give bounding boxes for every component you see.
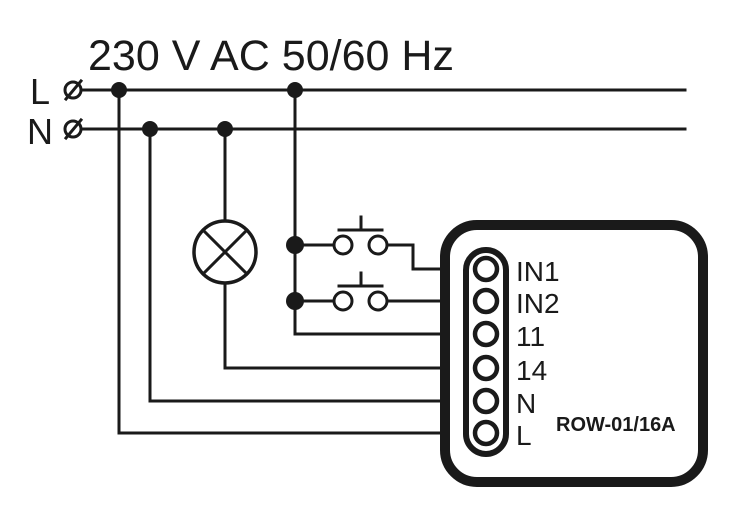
junction-dot (217, 121, 233, 137)
terminal-11-icon (472, 320, 500, 348)
neutral-terminal-icon (63, 117, 84, 141)
wire-l-to-module-l (117, 88, 474, 435)
junction-dot (286, 292, 304, 310)
relay-module-housing (440, 220, 708, 487)
terminal-label-in1: IN1 (516, 256, 560, 287)
wire-l-to-11 (293, 88, 474, 336)
terminal-label-11: 11 (516, 321, 545, 352)
terminal-l-icon (472, 419, 500, 447)
junction-dot (287, 82, 303, 98)
supply-voltage-label: 230 V AC 50/60 Hz (88, 32, 454, 80)
line-label: L (30, 71, 50, 112)
terminal-n-icon (472, 387, 500, 415)
wire-n-to-module-n (148, 127, 474, 403)
terminal-14-icon (472, 354, 500, 382)
terminal-label-14: 14 (516, 355, 547, 386)
push-button-2-icon (332, 271, 389, 312)
terminal-in2-icon (472, 287, 500, 315)
junction-dot (286, 236, 304, 254)
push-button-1-icon (332, 215, 389, 256)
line-terminal-icon (63, 78, 84, 102)
terminal-label-l: L (516, 420, 532, 451)
junction-dot (142, 121, 158, 137)
wire-lamp-to-14 (223, 281, 474, 370)
terminal-in1-icon (472, 255, 500, 283)
neutral-label: N (27, 111, 53, 152)
terminal-label-in2: IN2 (516, 288, 560, 319)
terminal-label-n: N (516, 388, 536, 419)
module-model-label: ROW-01/16A (556, 414, 676, 436)
lamp-icon (192, 219, 258, 285)
junction-dot (111, 82, 127, 98)
